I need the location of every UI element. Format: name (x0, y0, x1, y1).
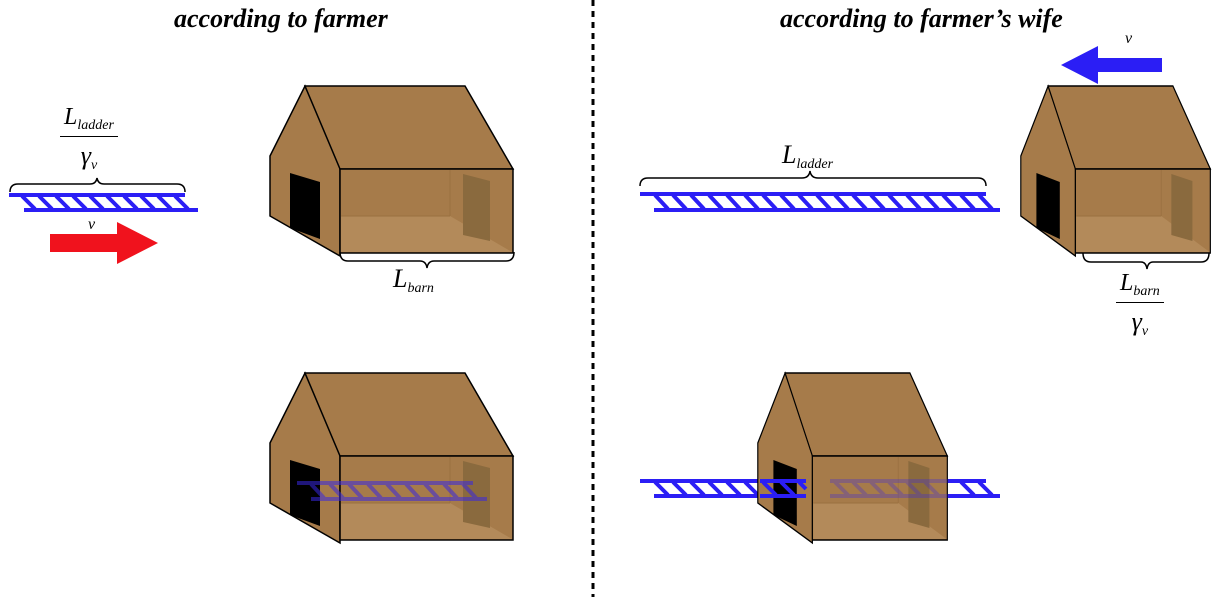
ladder-front-part-right (760, 479, 808, 498)
barn-bottom-left (269, 372, 514, 544)
ladder-subscript: ladder (796, 157, 834, 172)
left-panel-title: according to farmer (174, 4, 388, 33)
gamma-subscript: v (1141, 324, 1149, 339)
ladder-inside-barn-left (297, 481, 487, 501)
ladder-subscript: ladder (77, 118, 114, 133)
barn-top-left (269, 85, 514, 257)
ladder-full-right (640, 192, 1000, 212)
ladder-symbol: L (782, 140, 797, 169)
barn-subscript: barn (407, 281, 434, 296)
right-panel-title: according to farmer’s wife (780, 4, 1063, 33)
ladder-contracted-left (9, 193, 198, 212)
gamma-subscript: v (90, 158, 98, 173)
ladder-length-label-right: Lladder (782, 140, 833, 173)
velocity-label-right: v (1125, 30, 1133, 47)
velocity-arrow-right (50, 222, 158, 264)
ladder-length-label-left: Lladder γv (60, 104, 118, 174)
barn-length-label-right: Lbarn γv (1116, 270, 1164, 340)
barn-symbol: L (1120, 270, 1134, 296)
gamma-symbol: γ (1131, 307, 1142, 336)
barn-brace-left (339, 251, 515, 269)
barn-top-right (1020, 85, 1212, 257)
velocity-label-left: v (88, 216, 96, 233)
barn-subscript: barn (1133, 284, 1160, 299)
ladder-symbol: L (64, 104, 78, 130)
ladder-brace-left (9, 177, 186, 193)
barn-length-label-left: Lbarn (393, 264, 434, 297)
barn-symbol: L (393, 264, 408, 293)
barn-brace-right (1082, 252, 1210, 270)
barn-bottom-right (757, 372, 949, 544)
velocity-arrow-left (1061, 46, 1162, 84)
ladder-inside-barn-right (830, 479, 950, 498)
ladder-brace-right (639, 170, 987, 187)
gamma-symbol: γ (80, 141, 91, 170)
